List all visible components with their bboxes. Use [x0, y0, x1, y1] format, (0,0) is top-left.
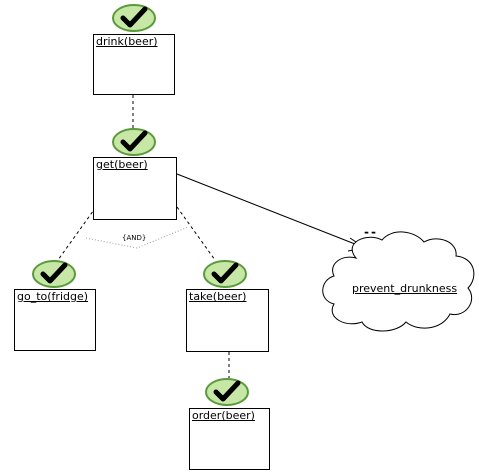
link-get-goto	[57, 206, 97, 261]
and-label: {AND}	[122, 234, 147, 242]
goal-drink-beer[interactable]: drink(beer)	[93, 34, 175, 95]
goal-go-to-fridge[interactable]: go_to(fridge)	[14, 289, 96, 351]
green-check-ellipse-icon	[112, 4, 156, 32]
link-get-take	[176, 206, 216, 261]
green-check-ellipse-icon	[112, 128, 156, 156]
green-check-ellipse-icon	[32, 260, 76, 288]
goal-label: drink(beer)	[96, 35, 158, 48]
green-check-ellipse-icon	[203, 260, 247, 288]
softgoal-label: prevent_drunkness	[352, 282, 458, 295]
goal-take-beer[interactable]: take(beer)	[186, 289, 269, 352]
contribution-link	[176, 173, 361, 247]
goal-order-beer[interactable]: order(beer)	[189, 408, 270, 470]
goal-label: take(beer)	[189, 290, 247, 303]
goal-get-beer[interactable]: get(beer)	[93, 157, 177, 220]
contribution-label: --	[364, 225, 378, 239]
goal-label: get(beer)	[96, 158, 148, 171]
and-decomposition-arc	[85, 226, 189, 249]
softgoal-cloud	[322, 231, 475, 332]
goal-label: order(beer)	[192, 409, 255, 422]
goal-label: go_to(fridge)	[17, 290, 89, 303]
green-check-ellipse-icon	[205, 378, 249, 406]
